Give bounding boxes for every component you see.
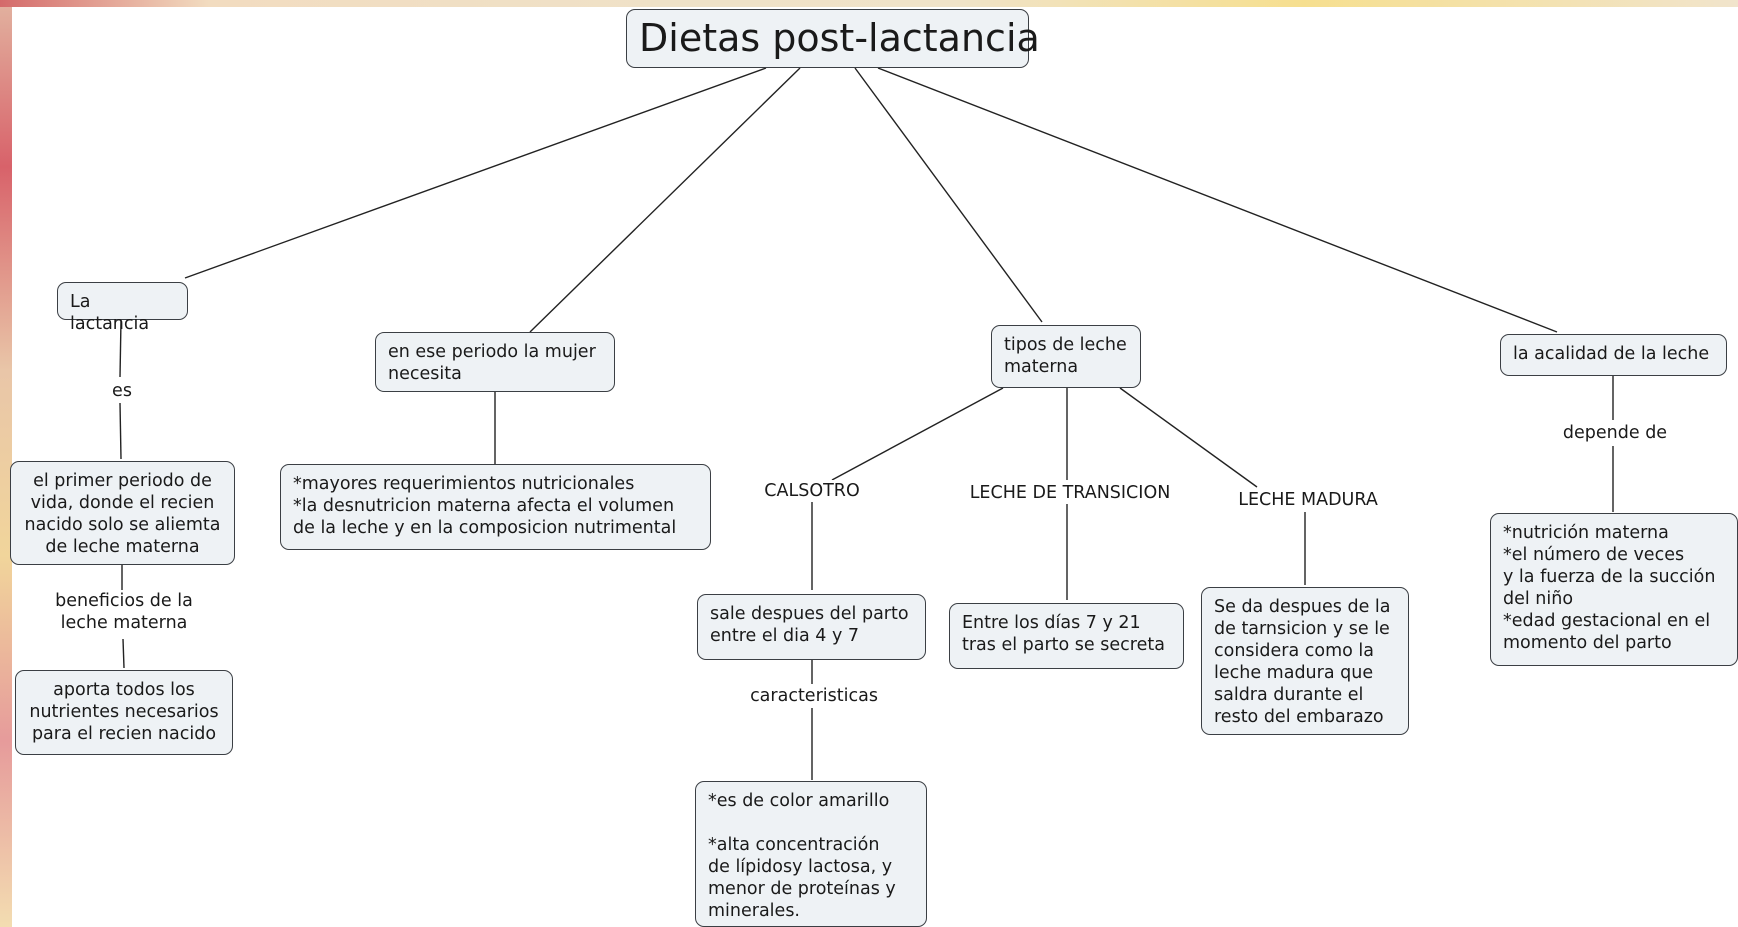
background-top-edge <box>0 0 1738 7</box>
node-la-lactancia: La lactancia <box>57 282 188 334</box>
node-factores-calidad: *nutrición materna *el número de veces y… <box>1490 513 1738 666</box>
link-tipos-calostro <box>831 387 1004 481</box>
label-leche-madura: LECHE MADURA <box>1226 489 1390 511</box>
label-caracteristicas: caracteristicas <box>740 685 888 707</box>
diagram-title: Dietas post-lactancia <box>626 9 1040 68</box>
label-calostro: CALSOTRO <box>755 480 869 502</box>
link-root-calidad <box>877 67 1558 333</box>
link-es-periodo <box>119 402 122 460</box>
node-transicion-desc: Entre los días 7 y 21 tras el parto se s… <box>949 603 1184 669</box>
node-madura-desc: Se da despues de la de tarnsicion y se l… <box>1201 587 1409 735</box>
link-tipos-madura <box>1119 387 1258 488</box>
link-beneficios-aporta <box>122 638 125 669</box>
node-calidad-leche: la acalidad de la leche <box>1500 334 1727 376</box>
label-es: es <box>102 380 142 402</box>
node-mujer-necesita: en ese periodo la mujer necesita <box>375 332 615 392</box>
label-leche-transicion: LECHE DE TRANSICION <box>955 482 1185 504</box>
background-left-edge <box>0 0 14 927</box>
node-primer-periodo: el primer periodo de vida, donde el reci… <box>10 461 235 565</box>
link-root-lactancia <box>184 67 767 279</box>
label-beneficios: beneficios de la leche materna <box>47 590 201 634</box>
link-lactancia-es <box>119 319 122 378</box>
node-calostro-caracteristicas: *es de color amarillo *alta concentració… <box>695 781 927 927</box>
node-tipos-de-leche: tipos de leche materna <box>991 325 1141 388</box>
node-calostro-desc: sale despues del parto entre el dia 4 y … <box>697 594 926 660</box>
node-aporta-nutrientes: aporta todos los nutrientes necesarios p… <box>15 670 233 755</box>
node-requerimientos: *mayores requerimientos nutricionales *l… <box>280 464 711 550</box>
link-root-mujer <box>529 67 801 333</box>
link-root-tipos <box>854 67 1043 323</box>
label-depende-de: depende de <box>1555 422 1675 444</box>
